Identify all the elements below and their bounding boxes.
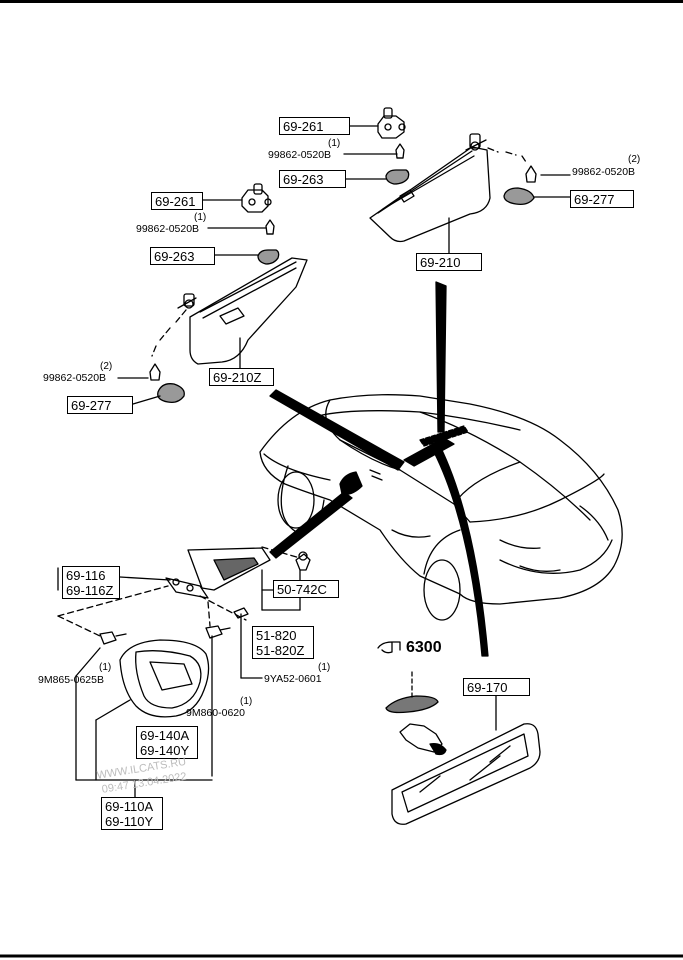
screw-b-qty: (1) (318, 662, 331, 673)
part-number-text: 69-263 (154, 249, 195, 264)
part-label-69-263-right[interactable]: 69-263 (279, 170, 346, 188)
clip-screw-qty-right: (2) (628, 154, 641, 165)
screw-a-qty: (1) (99, 662, 112, 673)
screw-c-qty: (1) (240, 696, 253, 707)
clip-screw-qty-left: (2) (100, 361, 113, 372)
part-number-text: 69-110Y (105, 814, 154, 829)
clip-screw-code-right[interactable]: 99862-0520B (572, 166, 636, 178)
part-label-69-277-left[interactable]: 69-277 (67, 396, 133, 414)
part-label-69-116[interactable]: 69-116 69-116Z (62, 566, 120, 599)
part-label-69-110A[interactable]: 69-110A 69-110Y (101, 797, 163, 830)
pointing-hand-icon (377, 641, 401, 654)
part-number-text: 69-116Z (66, 583, 114, 598)
part-number-text: 51-820Z (256, 643, 305, 658)
part-number-text: 69-263 (283, 172, 324, 187)
part-label-69-263-left[interactable]: 69-263 (150, 247, 215, 265)
part-label-69-261-left[interactable]: 69-261 (151, 192, 203, 210)
car-drawing (259, 394, 623, 621)
sunvisor-right-drawing (343, 107, 571, 254)
part-number-text: 69-140A (140, 728, 190, 743)
part-number-text: 50-742C (277, 582, 327, 597)
part-number-text: 69-261 (155, 194, 196, 209)
screw-qty-left: (1) (194, 212, 207, 223)
screw-qty-right: (1) (328, 138, 341, 149)
part-label-50-742C[interactable]: 50-742C (273, 580, 339, 598)
inner-mirror-drawing (377, 641, 541, 825)
part-label-69-277-right[interactable]: 69-277 (570, 190, 634, 208)
part-label-51-820[interactable]: 51-820 51-820Z (252, 626, 314, 659)
ref-code-6300[interactable]: 6300 (406, 639, 442, 656)
pointer-left-visor (269, 389, 405, 471)
part-number-text: 69-140Y (140, 743, 190, 758)
part-label-69-170[interactable]: 69-170 (463, 678, 530, 696)
part-number-text: 69-277 (71, 398, 112, 413)
screw-code-right[interactable]: 99862-0520B (268, 149, 332, 161)
part-number-text: 69-110A (105, 799, 154, 814)
clip-screw-code-left[interactable]: 99862-0520B (43, 372, 107, 384)
part-number-text: 69-277 (574, 192, 615, 207)
screw-c-code[interactable]: 9M860-0620 (186, 707, 245, 719)
screw-b-code[interactable]: 9YA52-0601 (264, 673, 322, 685)
part-label-69-140A[interactable]: 69-140A 69-140Y (136, 726, 198, 759)
part-label-69-261-right[interactable]: 69-261 (279, 117, 350, 135)
part-number-text: 51-820 (256, 628, 297, 643)
part-label-69-210Z[interactable]: 69-210Z (209, 368, 274, 386)
door-mirror-drawing (57, 546, 311, 799)
part-number-text: 69-210Z (213, 370, 262, 385)
screw-a-code[interactable]: 9M865-0625B (38, 674, 104, 686)
part-number-text: 69-116 (66, 568, 106, 583)
pointer-right-visor (435, 281, 447, 433)
part-label-69-210[interactable]: 69-210 (416, 253, 482, 271)
pointer-door-mirror (269, 491, 353, 559)
part-number-text: 69-261 (283, 119, 324, 134)
sunvisor-left-drawing (117, 183, 308, 405)
part-number-text: 69-170 (467, 680, 508, 695)
part-number-text: 69-210 (420, 255, 461, 270)
pointer-inner-mirror (433, 445, 489, 657)
screw-code-left[interactable]: 99862-0520B (136, 223, 200, 235)
